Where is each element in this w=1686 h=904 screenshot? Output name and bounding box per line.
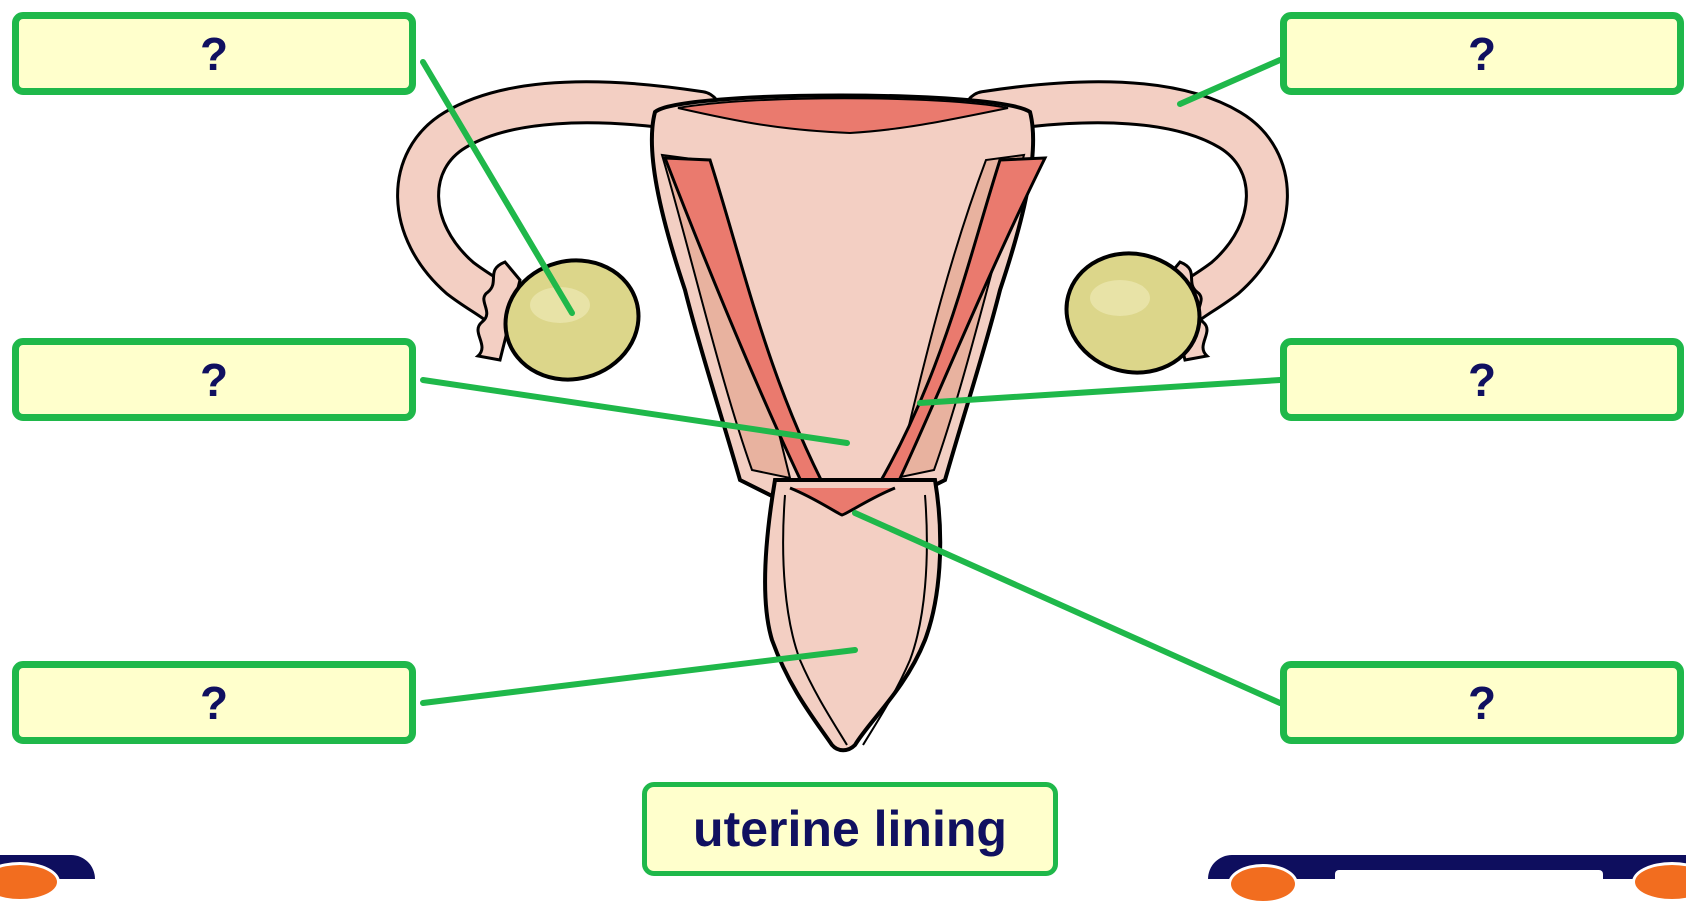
draggable-word-tile[interactable]: uterine lining — [642, 782, 1058, 876]
leader-line-right-top — [1180, 60, 1280, 104]
vagina — [765, 480, 940, 750]
labelling-activity: ? ? ? ? ? ? uterine lining — [0, 0, 1686, 879]
label-text: ? — [200, 27, 228, 81]
label-box-left-top[interactable]: ? — [12, 12, 416, 95]
label-text: ? — [1468, 676, 1496, 730]
label-text: ? — [200, 676, 228, 730]
label-box-right-bottom[interactable]: ? — [1280, 661, 1684, 744]
label-box-right-middle[interactable]: ? — [1280, 338, 1684, 421]
word-tile-text: uterine lining — [693, 800, 1007, 858]
uterus-diagram — [0, 0, 1686, 879]
label-box-left-bottom[interactable]: ? — [12, 661, 416, 744]
label-box-left-middle[interactable]: ? — [12, 338, 416, 421]
label-text: ? — [200, 353, 228, 407]
answer-field[interactable] — [1335, 870, 1603, 900]
check-button[interactable] — [1228, 864, 1298, 904]
label-text: ? — [1468, 353, 1496, 407]
label-text: ? — [1468, 27, 1496, 81]
label-box-right-top[interactable]: ? — [1280, 12, 1684, 95]
